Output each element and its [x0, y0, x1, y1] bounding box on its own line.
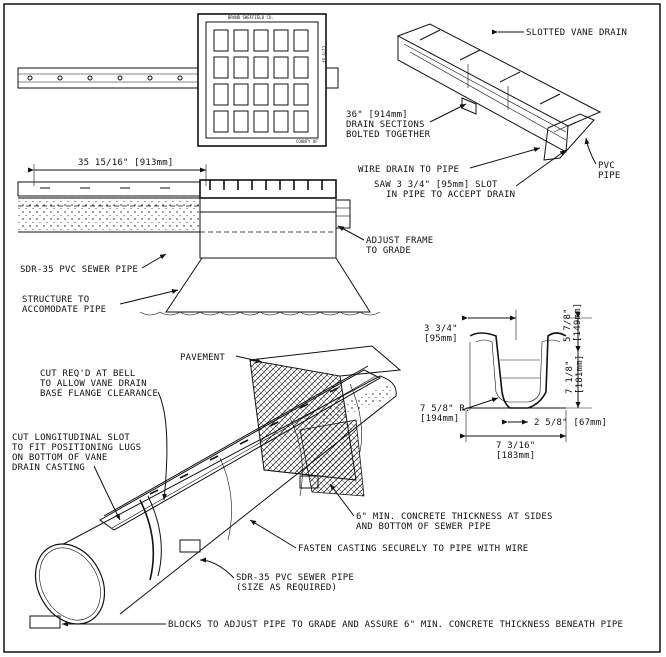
label-concrete-1: 6" MIN. CONCRETE THICKNESS AT SIDES	[356, 512, 553, 522]
label-sections-1: 36" [914mm]	[346, 110, 408, 120]
grate-opening	[233, 56, 249, 79]
grate-opening	[273, 29, 289, 52]
grate-opening	[233, 29, 249, 52]
label-sdr-pipe-install-1: SDR-35 PVC SEWER PIPE	[236, 573, 354, 583]
sewer-pipe-end	[34, 543, 106, 625]
label-concrete-2: AND BOTTOM OF SEWER PIPE	[356, 522, 491, 532]
dim-total-height-2: [181mm]	[575, 355, 585, 394]
grate-opening	[253, 29, 269, 52]
elevation-dimension: 35 15/16" [913mm]	[78, 158, 174, 168]
label-sections-2: DRAIN SECTIONS	[346, 120, 425, 130]
grate-opening	[273, 110, 289, 133]
sheet-border	[3, 3, 661, 653]
label-wire-drain: WIRE DRAIN TO PIPE	[358, 165, 459, 175]
elevation-view: 35 15/16" [913mm] ADJUST FRAME TO GRADE …	[17, 158, 433, 316]
grate-opening	[253, 56, 269, 79]
sewer-pipe-body	[55, 375, 397, 615]
vane-drain-on-pipe	[99, 369, 382, 531]
label-pvc-2: PIPE	[598, 171, 620, 181]
grate-opening	[293, 56, 309, 79]
section-profile	[469, 332, 567, 409]
dim-top-width-1: 3 3/4"	[424, 324, 458, 334]
elevation-foundation	[165, 257, 371, 313]
plan-grate-corner-text: COUNTY OF	[296, 139, 318, 144]
label-cut-slot-3: ON BOTTOM OF VANE	[12, 453, 108, 463]
grate-opening	[233, 110, 249, 133]
label-sdr-pipe-install-2: (SIZE AS REQUIRED)	[236, 583, 337, 593]
label-slotted-vane-drain: SLOTTED VANE DRAIN	[526, 28, 627, 38]
grate-opening	[293, 83, 309, 106]
dim-base-1: 7 3/16"	[496, 441, 535, 451]
grate-opening	[293, 110, 309, 133]
plan-grate-openings	[213, 29, 309, 133]
dim-radius-1: 7 5/8" R.	[420, 404, 471, 414]
dim-upper-height-2: [149mm]	[573, 303, 583, 342]
plan-grate-frame	[197, 13, 327, 147]
plan-view: BRAND SHEFFIELD CO. CITY OF COUNTY OF	[17, 13, 339, 147]
plan-rail-bolts-left	[27, 75, 183, 81]
grate-opening	[253, 110, 269, 133]
elevation-frame-bars	[209, 180, 323, 190]
dim-total-height-1: 7 1/8"	[565, 360, 575, 394]
label-cut-slot-2: TO FIT POSITIONING LUGS	[12, 443, 141, 453]
grate-opening	[253, 83, 269, 106]
dim-top-width-2: [95mm]	[424, 334, 458, 344]
support-block-3	[29, 615, 61, 629]
plan-rail-left	[17, 67, 199, 89]
label-adjust-frame-2: TO GRADE	[366, 246, 411, 256]
dim-base-2: [183mm]	[496, 451, 535, 461]
pvc-pipe-end	[543, 113, 595, 161]
dim-bottom: 2 5/8" [67mm]	[534, 418, 607, 428]
label-cut-slot-4: DRAIN CASTING	[12, 463, 85, 473]
label-cut-bell-1: CUT REQ'D AT BELL	[40, 369, 136, 379]
installation-view: PAVEMENT CUT REQ'D AT BELL TO ALLOW VANE…	[12, 345, 623, 630]
label-cut-bell-2: TO ALLOW VANE DRAIN	[40, 379, 147, 389]
grate-opening	[213, 29, 229, 52]
grate-opening	[213, 83, 229, 106]
grate-opening	[213, 110, 229, 133]
grate-opening	[273, 56, 289, 79]
label-saw-slot-1: SAW 3 3/4" [95mm] SLOT	[374, 180, 498, 190]
label-structure-2: ACCOMODATE PIPE	[22, 305, 106, 315]
grate-opening	[273, 83, 289, 106]
grate-opening	[213, 56, 229, 79]
label-pavement: PAVEMENT	[180, 353, 225, 363]
dim-upper-height-1: 5 7/8"	[563, 308, 573, 342]
support-block-2	[299, 475, 319, 489]
plan-grate-side-text: CITY OF	[321, 46, 326, 63]
label-sections-3: BOLTED TOGETHER	[346, 130, 431, 140]
vane-drain-slots	[149, 387, 339, 495]
elevation-frame	[199, 179, 337, 199]
dim-radius-2: [194mm]	[420, 414, 459, 424]
support-block-1	[179, 539, 201, 553]
label-pvc-1: PVC	[598, 161, 615, 171]
label-cut-bell-3: BASE FLANGE CLEARANCE	[40, 389, 158, 399]
elevation-drain-run	[17, 181, 201, 197]
label-sdr-pipe-elevation: SDR-35 PVC SEWER PIPE	[20, 265, 138, 275]
section-view: 3 3/4" [95mm] 5 7/8" [149mm] 7 1/8" [181…	[420, 303, 607, 461]
plan-grate-top-text: BRAND SHEFFIELD CO.	[228, 15, 274, 20]
elevation-structure	[199, 211, 337, 259]
label-adjust-frame-1: ADJUST FRAME	[366, 236, 433, 246]
elevation-adjust-rings	[199, 197, 337, 213]
label-cut-slot-1: CUT LONGITUDINAL SLOT	[12, 433, 130, 443]
pipe-bell	[139, 499, 155, 581]
vane-drain-bolt-plate	[461, 97, 477, 115]
grate-opening	[293, 29, 309, 52]
isometric-vane-drain: SLOTTED VANE DRAIN 36" [914mm] DRAIN SEC…	[346, 23, 627, 200]
label-structure-1: STRUCTURE TO	[22, 295, 89, 305]
label-saw-slot-2: IN PIPE TO ACCEPT DRAIN	[386, 190, 515, 200]
grate-opening	[233, 83, 249, 106]
plan-rail-right	[325, 67, 339, 89]
label-blocks: BLOCKS TO ADJUST PIPE TO GRADE AND ASSUR…	[168, 620, 623, 630]
label-fasten: FASTEN CASTING SECURELY TO PIPE WITH WIR…	[298, 544, 528, 554]
